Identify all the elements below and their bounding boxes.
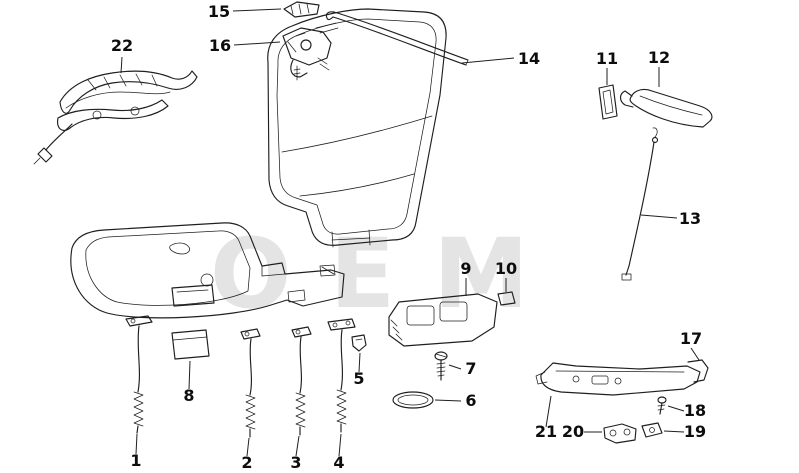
backrest-panel-drawing [267,8,447,248]
leader-line-7 [448,364,462,370]
part-label-12: 12 [648,48,670,67]
cable-rod-13-drawing [621,127,659,281]
bowden-cable-2-drawing [240,328,261,438]
bracket-9-drawing [388,293,498,347]
clip-5-drawing [351,334,367,352]
part-label-6: 6 [465,391,476,410]
leader-line-21 [545,395,552,428]
part-label-5: 5 [353,369,364,388]
leader-line-8 [188,360,191,390]
leader-line-17 [690,347,700,361]
part-label-19: 19 [684,422,706,441]
bracket-20-drawing [603,423,637,444]
lever-mechanism-22-drawing [33,70,198,165]
leader-line-2 [246,437,250,457]
leader-line-19 [663,430,685,433]
part-label-10: 10 [495,259,517,278]
leader-line-5 [358,352,361,373]
end-cap-17-drawing [687,359,709,383]
bowden-cable-3-drawing [291,326,312,436]
part-label-18: 18 [684,401,706,420]
leader-lines [120,8,700,457]
bracket-15-drawing [283,1,320,18]
clip-19-drawing [641,422,663,438]
part-label-2: 2 [241,453,252,472]
leader-line-16 [233,41,281,46]
part-label-1: 1 [130,451,141,470]
part-label-13: 13 [679,209,701,228]
part-label-11: 11 [596,49,618,68]
part-label-17: 17 [680,329,702,348]
part-label-14: 14 [518,49,540,68]
part-label-22: 22 [111,36,133,55]
part-label-7: 7 [465,359,476,378]
part-label-8: 8 [183,386,194,405]
leader-line-22 [120,56,123,74]
pad-10-drawing [497,291,516,306]
leader-line-14 [461,57,515,64]
leader-line-1 [135,433,138,455]
leader-line-15 [232,8,282,12]
part-label-9: 9 [460,259,471,278]
part-label-16: 16 [209,36,231,55]
box-8-drawing [171,329,210,360]
handle-12-drawing [619,88,713,128]
seat-base-drawing [70,222,345,319]
leader-line-6 [434,399,462,402]
leader-line-4 [338,433,342,457]
latch-16-drawing [282,27,332,81]
screw-18-drawing [657,396,667,415]
bowden-cable-1-drawing [125,315,153,434]
ring-6-drawing [392,391,434,409]
leader-line-13 [640,214,678,219]
trim-11-drawing [598,84,618,120]
bowden-cable-4-drawing [327,318,356,433]
seat-rail-21-drawing [535,362,701,396]
leader-line-3 [295,435,300,457]
part-label-21: 21 [535,422,557,441]
screw-7-drawing [434,351,448,381]
part-labels: 1 2 3 4 5 6 7 8 9 10 11 12 13 14 15 16 1… [111,2,706,472]
part-label-20: 20 [562,422,584,441]
leader-line-18 [667,405,685,412]
part-label-4: 4 [333,453,344,472]
part-label-15: 15 [208,2,230,21]
part-label-3: 3 [290,453,301,472]
support-rod-14-drawing [325,11,469,66]
